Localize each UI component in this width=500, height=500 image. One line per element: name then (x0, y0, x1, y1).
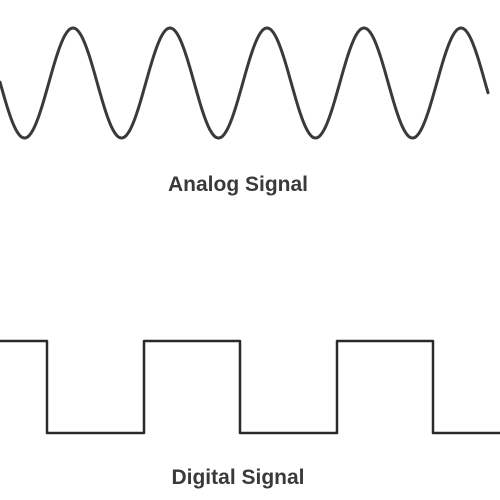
analog-signal-label: Analog Signal (168, 173, 308, 196)
digital-signal-label: Digital Signal (171, 466, 304, 489)
analog-sine-wave (0, 26, 490, 140)
digital-square-wave (0, 339, 500, 435)
